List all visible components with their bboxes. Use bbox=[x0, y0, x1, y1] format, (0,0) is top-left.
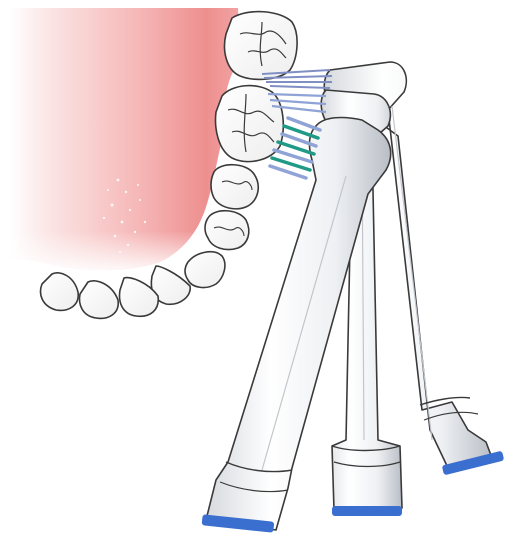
incisor-4 bbox=[41, 273, 79, 311]
bristles-upper bbox=[262, 70, 332, 88]
brush-base-blue bbox=[332, 506, 402, 516]
canine bbox=[185, 252, 225, 288]
incisor-3 bbox=[80, 281, 119, 319]
